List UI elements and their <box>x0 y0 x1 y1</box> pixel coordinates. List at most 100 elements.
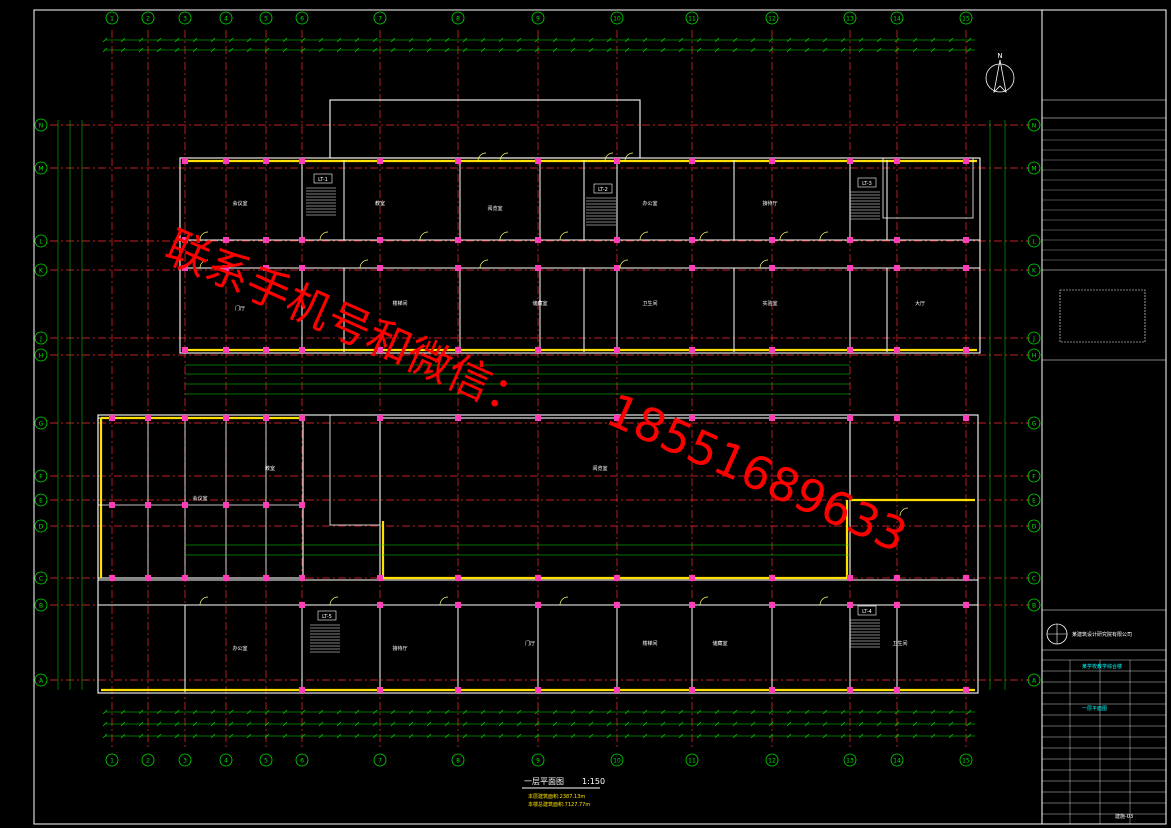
room-partitions <box>98 157 974 692</box>
dimension-tick <box>156 47 162 53</box>
dimension-tick <box>336 709 342 715</box>
column-marker <box>894 687 900 693</box>
sheet-name: 一层平面图 <box>1082 706 1107 712</box>
dimension-tick <box>462 709 468 715</box>
dimension-tick <box>498 37 504 43</box>
axis-bubble <box>890 11 904 25</box>
room-label: 教室 <box>375 200 385 207</box>
dimension-tick <box>120 37 126 43</box>
column-marker <box>299 687 305 693</box>
dimension-tick <box>894 37 900 43</box>
dimension-tick <box>822 733 828 739</box>
column-marker <box>894 265 900 271</box>
dimension-tick <box>606 721 612 727</box>
dimension-tick <box>750 709 756 715</box>
axis-label: 13 <box>846 16 854 23</box>
dimension-tick <box>786 37 792 43</box>
axis-bubble <box>34 469 48 483</box>
axis-label: G <box>39 421 44 428</box>
dimension-tick <box>660 47 666 53</box>
door-swing <box>699 596 709 606</box>
axis-bubble <box>34 519 48 533</box>
door-swing <box>624 152 634 162</box>
dimension-tick <box>480 733 486 739</box>
axis-label: L <box>39 239 43 246</box>
dimension-tick <box>858 733 864 739</box>
dimension-tick <box>534 709 540 715</box>
column-marker <box>769 687 775 693</box>
axis-bubble <box>1027 263 1041 277</box>
door-swing <box>477 152 487 162</box>
column-marker <box>769 265 775 271</box>
sheet-number: 建施-03 <box>1115 813 1133 820</box>
column-marker <box>145 575 151 581</box>
axis-bubble <box>685 11 699 25</box>
room-label: 接待厅 <box>762 200 777 207</box>
room-label: 门厅 <box>525 640 535 647</box>
dimension-tick <box>408 721 414 727</box>
dimension-tick <box>714 709 720 715</box>
axis-label: 1 <box>110 758 114 765</box>
door-swing <box>604 152 614 162</box>
dimension-tick <box>210 47 216 53</box>
column-marker <box>299 347 305 353</box>
column-marker <box>614 415 620 421</box>
column-marker <box>614 575 620 581</box>
dimension-tick <box>840 733 846 739</box>
dimension-tick <box>210 37 216 43</box>
dimension-tick <box>426 709 432 715</box>
dimension-tick <box>894 721 900 727</box>
axis-bubble <box>259 753 273 767</box>
dimension-tick <box>318 47 324 53</box>
dimension-tick <box>480 721 486 727</box>
door-swing <box>479 259 489 269</box>
axis-bubble <box>765 11 779 25</box>
axis-label: C <box>39 576 43 583</box>
dimension-tick <box>552 733 558 739</box>
axis-label: 14 <box>893 758 901 765</box>
column-marker <box>689 575 695 581</box>
dimension-tick <box>588 47 594 53</box>
column-marker <box>535 158 541 164</box>
dimension-tick <box>696 37 702 43</box>
door-swing <box>499 152 509 162</box>
dimension-tick <box>498 47 504 53</box>
column-marker <box>963 602 969 608</box>
stair-tag: LT-1 <box>318 177 328 183</box>
column-marker <box>263 347 269 353</box>
title-block: N 某建筑设计研究院有限公司 某学校教学综合楼 一层平面图 建施-03 <box>985 10 1166 824</box>
dimension-tick <box>174 733 180 739</box>
dimension-tick <box>696 721 702 727</box>
column-marker <box>689 237 695 243</box>
axis-bubble <box>959 11 973 25</box>
dimension-tick <box>948 47 954 53</box>
dimension-tick <box>678 37 684 43</box>
column-marker <box>299 158 305 164</box>
column-marker <box>299 575 305 581</box>
drawing-title: 一层平面图 <box>524 777 564 786</box>
column-marker <box>299 415 305 421</box>
column-marker <box>377 158 383 164</box>
dimension-tick <box>354 721 360 727</box>
dimension-tick <box>192 47 198 53</box>
column-marker <box>614 602 620 608</box>
dimension-tick <box>768 709 774 715</box>
door-swing <box>199 259 209 269</box>
column-marker <box>847 415 853 421</box>
axis-bubble <box>610 753 624 767</box>
dimension-tick <box>804 709 810 715</box>
axis-bubble <box>295 753 309 767</box>
axis-label: 7 <box>378 16 382 23</box>
dimension-tick <box>390 733 396 739</box>
dimension-tick <box>264 721 270 727</box>
dimension-tick <box>102 709 108 715</box>
axis-bubble <box>1027 673 1041 687</box>
axis-label: B <box>39 603 43 610</box>
dimension-tick <box>876 733 882 739</box>
dimension-tick <box>318 733 324 739</box>
axis-bubble <box>373 11 387 25</box>
dimension-tick <box>192 709 198 715</box>
dimension-tick <box>444 37 450 43</box>
column-marker <box>689 347 695 353</box>
